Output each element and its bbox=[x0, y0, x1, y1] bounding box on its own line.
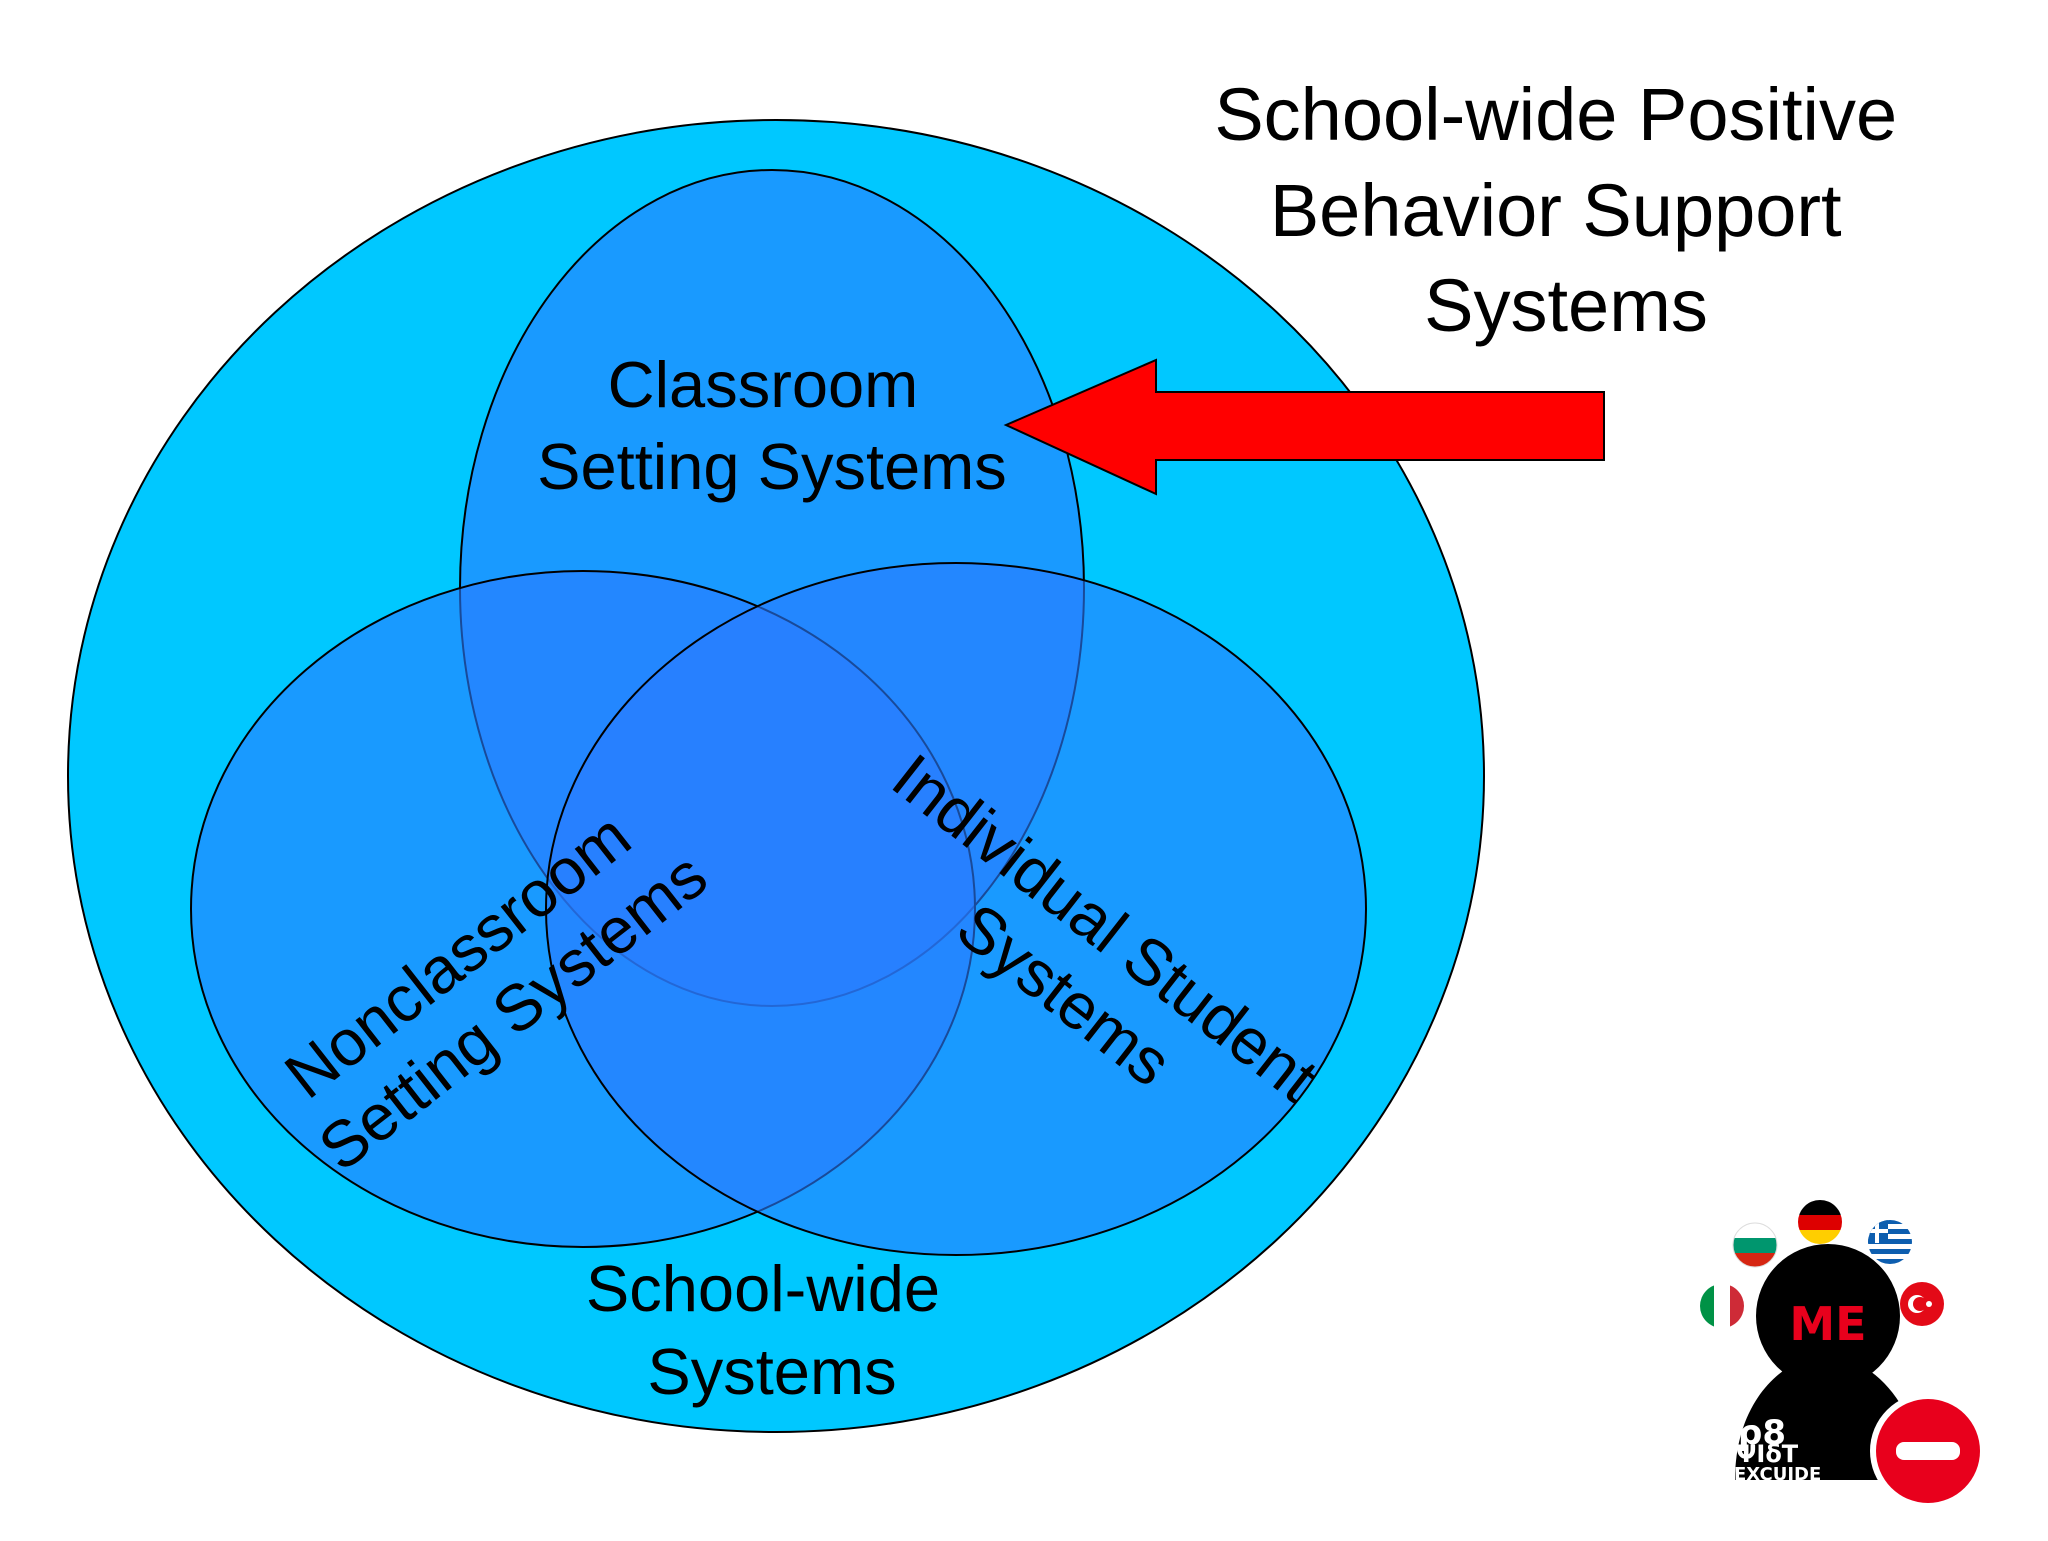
logo-icon: ME bbox=[1700, 1200, 1986, 1509]
no-entry-icon bbox=[1870, 1393, 1986, 1509]
flag-germany-icon bbox=[1798, 1200, 1842, 1244]
classroom-label: Classroom Setting Systems bbox=[537, 348, 1007, 503]
logo-me-text: ME bbox=[1789, 1297, 1866, 1351]
flag-italy-icon bbox=[1700, 1284, 1744, 1328]
flag-bulgaria-icon bbox=[1732, 1222, 1778, 1268]
diagram-title: School-wide Positive Behavior Support Sy… bbox=[1214, 73, 1917, 347]
flag-greece-icon bbox=[1868, 1220, 1912, 1264]
schoolwide-label-line-2: Systems bbox=[647, 1335, 896, 1408]
individual-student-ellipse bbox=[545, 562, 1367, 1256]
title-line-2: Behavior Support bbox=[1270, 169, 1842, 252]
title-line-3: Systems bbox=[1424, 264, 1708, 347]
logo-side-text-2: ΨΙδΤ bbox=[1736, 1440, 1799, 1468]
flag-turkey-icon bbox=[1900, 1282, 1944, 1326]
logo-head-icon bbox=[1756, 1244, 1900, 1388]
schoolwide-label-line-1: School-wide bbox=[586, 1252, 940, 1325]
schoolwide-label: School-wide Systems bbox=[586, 1252, 958, 1408]
classroom-label-line-2: Setting Systems bbox=[537, 430, 1007, 503]
title-line-1: School-wide Positive bbox=[1214, 73, 1897, 156]
classroom-label-line-1: Classroom bbox=[608, 348, 919, 421]
logo-side-text-1: ρ8 bbox=[1738, 1413, 1786, 1453]
arrow-icon bbox=[1003, 358, 1605, 496]
logo-side-text-3: EXCUIDE bbox=[1734, 1464, 1821, 1485]
